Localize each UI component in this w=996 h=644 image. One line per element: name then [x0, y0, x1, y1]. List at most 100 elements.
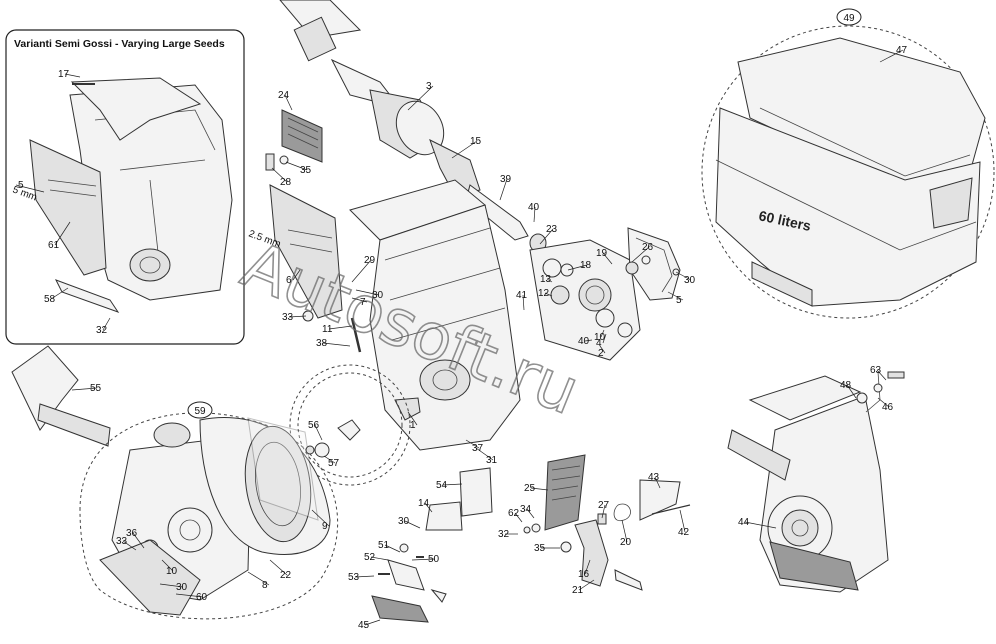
callout-number-61: 61: [48, 240, 60, 251]
callout-number-57: 57: [328, 458, 340, 469]
callout-leader-line: [285, 161, 308, 171]
callout-number-25: 25: [524, 483, 536, 494]
callout-leader-line: [584, 559, 591, 575]
callout-leader-line: [465, 439, 480, 449]
callout-number-53: 53: [348, 572, 360, 583]
callout-number-32: 32: [96, 325, 108, 336]
callout-leader-line: [679, 509, 686, 533]
callout-number-20: 20: [620, 537, 632, 548]
callout-leader-line: [284, 94, 293, 111]
callout-leader-line: [533, 206, 536, 223]
callout-number-45: 45: [358, 620, 370, 631]
callout-leader-line: [744, 521, 777, 529]
callout-number-18: 18: [580, 260, 592, 271]
callout-leader-line: [351, 259, 372, 283]
callout-number-30: 30: [176, 582, 188, 593]
callout-number-3: 3: [426, 81, 432, 92]
callout-number-22: 22: [280, 570, 292, 581]
callout-number-37: 37: [472, 443, 484, 454]
callout-number-26: 26: [642, 242, 654, 253]
callout-leader-line: [539, 228, 554, 245]
callout-leader-line: [314, 424, 323, 441]
callout-leader-line: [599, 345, 606, 354]
callout-leader-line: [600, 329, 605, 338]
callout-leader-line: [879, 49, 904, 63]
callout-number-27: 27: [598, 500, 610, 511]
callout-leader-line: [384, 544, 401, 553]
hopper-60l: 60 liters: [701, 25, 995, 319]
callout-number-6: 6: [286, 275, 292, 286]
assembled-unit: [727, 371, 905, 593]
callout-number-30: 30: [398, 516, 410, 527]
callout-leader-line: [584, 339, 593, 342]
callout-leader-line: [530, 487, 549, 491]
callout-leader-line: [631, 246, 650, 263]
callout-number-51: 51: [378, 540, 390, 551]
callout-number-39: 39: [500, 174, 512, 185]
callout-leader-line: [328, 325, 353, 330]
callout-number-24: 24: [278, 90, 290, 101]
callout-labels: 1234556789101011121314151617181920212223…: [18, 45, 908, 631]
callout-leader-line: [292, 269, 301, 281]
callout-leader-line: [159, 583, 184, 588]
callout-leader-line: [288, 315, 307, 318]
callout-leader-line: [499, 178, 508, 201]
callout-number-31: 31: [486, 455, 498, 466]
callout-number: 59: [194, 406, 206, 417]
callout-number-58: 58: [44, 294, 56, 305]
callout-leader-line: [355, 289, 380, 296]
callout-number-8: 8: [262, 580, 268, 591]
callout-number-30: 30: [684, 275, 696, 286]
callout-number-42: 42: [678, 527, 690, 538]
callout-number-23: 23: [546, 224, 558, 235]
callout-number-52: 52: [364, 552, 376, 563]
callout-leader-line: [311, 509, 330, 527]
callout-leader-line: [132, 532, 145, 549]
callout-leader-line: [247, 571, 270, 586]
circled-callout-49: 49: [836, 8, 862, 26]
callout-number-5: 5: [676, 295, 682, 306]
inset-panel: Varianti Semi Gossi - Varying Large Seed…: [5, 29, 245, 345]
callout-number-4: 4: [596, 338, 602, 349]
bracket-55: [11, 345, 111, 447]
callout-number-13: 13: [540, 274, 552, 285]
callout-number-56: 56: [308, 420, 320, 431]
callout-number-29: 29: [364, 255, 376, 266]
callout-leader-line: [323, 455, 336, 464]
callout-leader-line: [404, 520, 421, 529]
callout-leader-line: [621, 519, 628, 543]
inset-title: Varianti Semi Gossi - Varying Large Seed…: [14, 38, 225, 50]
callout-number-9: 9: [322, 521, 328, 532]
callout-number-32: 32: [498, 529, 510, 540]
callout-leader-line: [50, 287, 69, 300]
callout-leader-line: [567, 264, 588, 271]
callout-leader-line: [407, 85, 434, 111]
callout-number-12: 12: [538, 288, 550, 299]
callout-leader-line: [269, 559, 288, 576]
callout-number-48: 48: [840, 380, 852, 391]
callout-number-1: 1: [410, 420, 416, 431]
callout-number-11: 11: [322, 324, 333, 335]
callout-leader-line: [846, 384, 857, 399]
callout-number-14: 14: [418, 498, 430, 509]
callout-leader-line: [544, 292, 553, 297]
callout-number-44: 44: [738, 517, 750, 528]
callout-number-63: 63: [870, 365, 882, 376]
callout-number-40: 40: [528, 202, 540, 213]
small-parts: [371, 454, 691, 623]
callout-leader-line: [411, 558, 436, 561]
callout-leader-line: [602, 333, 607, 344]
callout-leader-line: [877, 397, 890, 408]
gear-assembly: [529, 227, 681, 361]
callout-leader-line: [354, 575, 375, 578]
drive-shaft-assembly: [279, 0, 547, 253]
callout-leader-line: [175, 593, 204, 598]
callout-number: 49: [843, 13, 855, 24]
callout-number-7: 7: [360, 297, 366, 308]
callout-leader-line: [322, 342, 351, 347]
callout-leader-line: [442, 483, 463, 486]
callout-number-33: 33: [116, 536, 128, 547]
callout-leader-line: [546, 278, 553, 283]
callout-number-5: 5: [18, 180, 24, 191]
callout-number-34: 34: [520, 504, 532, 515]
